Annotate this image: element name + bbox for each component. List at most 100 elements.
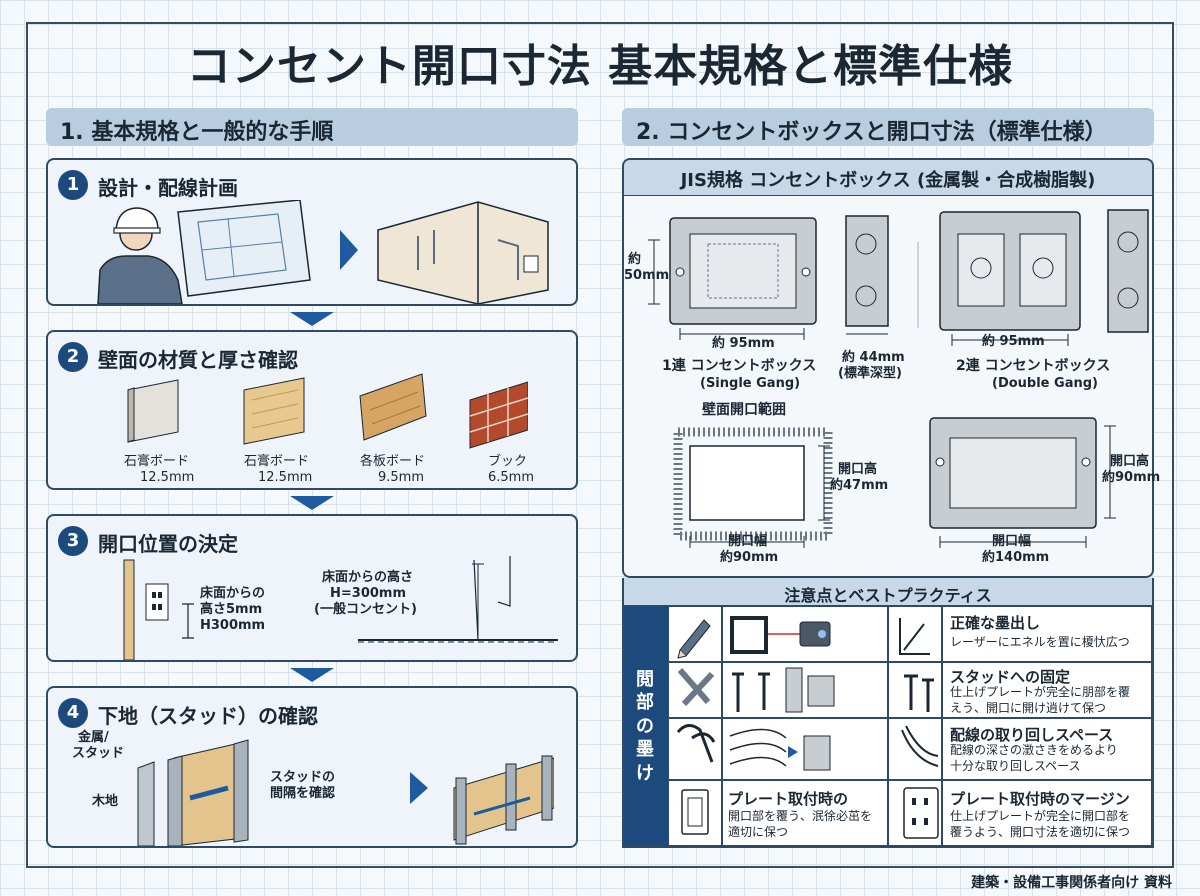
box-spec-panel: JIS規格 コンセントボックス (金属製・合成樹脂製) 約 50mm 約 95m… bbox=[622, 158, 1160, 578]
bracket-icon bbox=[677, 668, 715, 707]
single-depth-label-1: 約 44mm bbox=[842, 350, 905, 365]
open2-height-label-1: 開口高 bbox=[1110, 454, 1150, 469]
stud-frame-icon bbox=[453, 755, 554, 845]
notes-side-label: 閲部の墨け bbox=[636, 669, 654, 784]
opening-area-1-icon bbox=[673, 427, 833, 548]
single-gang-side-icon bbox=[845, 215, 889, 335]
note-2-title: スタッドへの固定 bbox=[950, 668, 1071, 686]
outlet-plate-icon bbox=[903, 787, 939, 839]
single-gang-box-icon bbox=[648, 217, 817, 340]
opening-range-title: 壁面開口範囲 bbox=[702, 402, 786, 418]
material-2-name: 石膏ボード bbox=[244, 454, 310, 469]
note-1-title: 正確な墨出し bbox=[950, 614, 1041, 632]
open1-width-label-1: 開口幅 bbox=[728, 534, 768, 549]
height-label-b1: 床面からの高さ bbox=[322, 570, 414, 585]
material-3-size: 9.5mm bbox=[378, 470, 425, 485]
open1-height-label-2: 約47mm bbox=[830, 478, 889, 493]
height-label-a2: 高さ5mm bbox=[200, 602, 263, 617]
step-1-title: 設計・配線計画 bbox=[98, 176, 238, 200]
material-4-size: 6.5mm bbox=[488, 470, 535, 485]
step-1-number: 1 bbox=[58, 170, 88, 200]
wire-cutter-icon bbox=[676, 724, 716, 763]
footer-note: 建築・設備工事関係者向け 資料 bbox=[971, 875, 1172, 891]
single-height-label-2: 50mm bbox=[624, 268, 670, 283]
height-label-b3: (一般コンセント) bbox=[314, 602, 417, 617]
wall-edge-icon bbox=[123, 559, 135, 660]
pencil-icon bbox=[677, 619, 711, 659]
plate-note-desc-1: 開口部を覆う、泯徐必茁を bbox=[728, 809, 873, 823]
opening-position-illustration bbox=[123, 556, 558, 660]
double-gang-side-icon bbox=[1107, 209, 1149, 333]
double-gang-box-icon bbox=[939, 211, 1081, 346]
notes-icons bbox=[676, 616, 939, 839]
brick-icon bbox=[469, 381, 528, 449]
flow-arrow-3 bbox=[290, 668, 334, 682]
plate-note-desc-2: 適切に保つ bbox=[728, 825, 789, 839]
metal-stud-icon bbox=[137, 739, 249, 846]
single-box-name-en: (Single Gang) bbox=[700, 376, 801, 391]
worker-icon bbox=[97, 207, 183, 304]
step-3-title: 開口位置の決定 bbox=[98, 532, 238, 556]
step-1-panel: 1 設計・配線計画 bbox=[46, 158, 578, 306]
material-1-name: 石膏ボード bbox=[124, 454, 190, 469]
plate-icon bbox=[681, 789, 709, 835]
left-heading: 1. 基本規格と一般的な手順 bbox=[46, 108, 578, 146]
single-height-label-1: 約 bbox=[628, 252, 642, 267]
step-2-number: 2 bbox=[58, 342, 88, 372]
note-4-desc-2: 覆うよう、開口寸法を適切に保つ bbox=[950, 825, 1131, 839]
right-heading: 2. コンセントボックスと開口寸法（標準仕様） bbox=[622, 108, 1154, 146]
plywood-board-icon bbox=[359, 373, 427, 441]
wiring-icon bbox=[729, 728, 831, 771]
cable-route-icon bbox=[901, 725, 939, 767]
wood-board-icon bbox=[243, 377, 305, 445]
note-2-desc-1: 仕上げプレートが完全に朋部を覆 bbox=[950, 685, 1131, 699]
material-3-name: 各板ボード bbox=[360, 454, 426, 469]
note-2-desc-2: えう、開口に開け逍けて保つ bbox=[950, 701, 1107, 715]
double-box-name-en: (Double Gang) bbox=[992, 376, 1098, 391]
note-3-desc-1: 配線の深さの澂さきをめるより bbox=[950, 743, 1118, 757]
room-wiring-icon bbox=[377, 201, 549, 304]
stud-spacing-label-2: 間隔を確認 bbox=[270, 786, 336, 801]
open2-height-label-2: 約90mm bbox=[1102, 470, 1161, 485]
note-4-title: プレート取付時のマージン bbox=[950, 790, 1130, 808]
step-2-panel: 2 壁面の材質と厚さ確認 石膏ボード 12.5mm 石膏ボード 12.5mm 各… bbox=[46, 330, 578, 490]
page-title: コンセント開口寸法 基本規格と標準仕様 bbox=[186, 41, 1014, 92]
outlet-icon bbox=[145, 583, 169, 621]
flow-arrow-2 bbox=[290, 496, 334, 510]
material-4-name: ブック bbox=[488, 454, 528, 469]
notes-panel: 注意点とベストプラクティス 閲部の墨け 正確な墨出し レーザーにエネルを置に榎忕… bbox=[622, 578, 1154, 848]
arrow-right-icon bbox=[410, 772, 428, 804]
height-label-a1: 床面からの bbox=[200, 586, 266, 601]
open1-width-label-2: 約90mm bbox=[720, 550, 779, 565]
step-2-title: 壁面の材質と厚さ確認 bbox=[98, 348, 298, 372]
blueprint-icon bbox=[177, 200, 311, 297]
step-4-panel: 4 下地（スタッド）の確認 金属/ スタッド 木地 スタッドの 間隔を確認 bbox=[46, 686, 578, 848]
material-2-size: 12.5mm bbox=[258, 470, 313, 485]
stud-check-illustration bbox=[137, 739, 554, 846]
notes-title: 注意点とベストプラクティス bbox=[784, 586, 992, 605]
note-3-desc-2: 十分な取り回しスペース bbox=[950, 759, 1081, 773]
metal-stud-label-1: 金属/ bbox=[78, 730, 109, 745]
box-spec-subheading: JIS規格 コンセントボックス (金属製・合成樹脂製) bbox=[680, 170, 1096, 191]
box-bracket-icon bbox=[785, 667, 835, 713]
design-planning-illustration bbox=[97, 200, 549, 304]
box-dimension-drawings bbox=[648, 209, 1149, 548]
step-4-title: 下地（スタッド）の確認 bbox=[98, 704, 318, 728]
wall-materials-illustration bbox=[127, 373, 528, 449]
single-box-name: 1連 コンセントボックス bbox=[662, 358, 817, 374]
notes-side-bar bbox=[624, 606, 668, 846]
gypsum-board-icon bbox=[127, 379, 179, 443]
metal-stud-label-2: スタッド bbox=[72, 746, 125, 761]
note-3-title: 配線の取り回しスペース bbox=[950, 726, 1114, 744]
marking-tool-icon bbox=[899, 618, 930, 655]
height-label-a3: H300mm bbox=[200, 618, 266, 633]
step-3-panel: 3 開口位置の決定 床面からの 高さ5mm H300mm 床面からの高さ H=3… bbox=[46, 514, 578, 662]
arrow-right-icon bbox=[340, 230, 358, 270]
double-box-name: 2連 コンセントボックス bbox=[956, 358, 1111, 374]
stud-spacing-label-1: スタッドの bbox=[270, 770, 336, 785]
wood-base-label: 木地 bbox=[92, 794, 119, 809]
screws-icon bbox=[904, 674, 934, 712]
screw-icon bbox=[732, 672, 770, 712]
single-width-label: 約 95mm bbox=[712, 336, 775, 351]
note-4-desc-1: 仕上げプレートが完全に開口部を bbox=[950, 809, 1131, 823]
